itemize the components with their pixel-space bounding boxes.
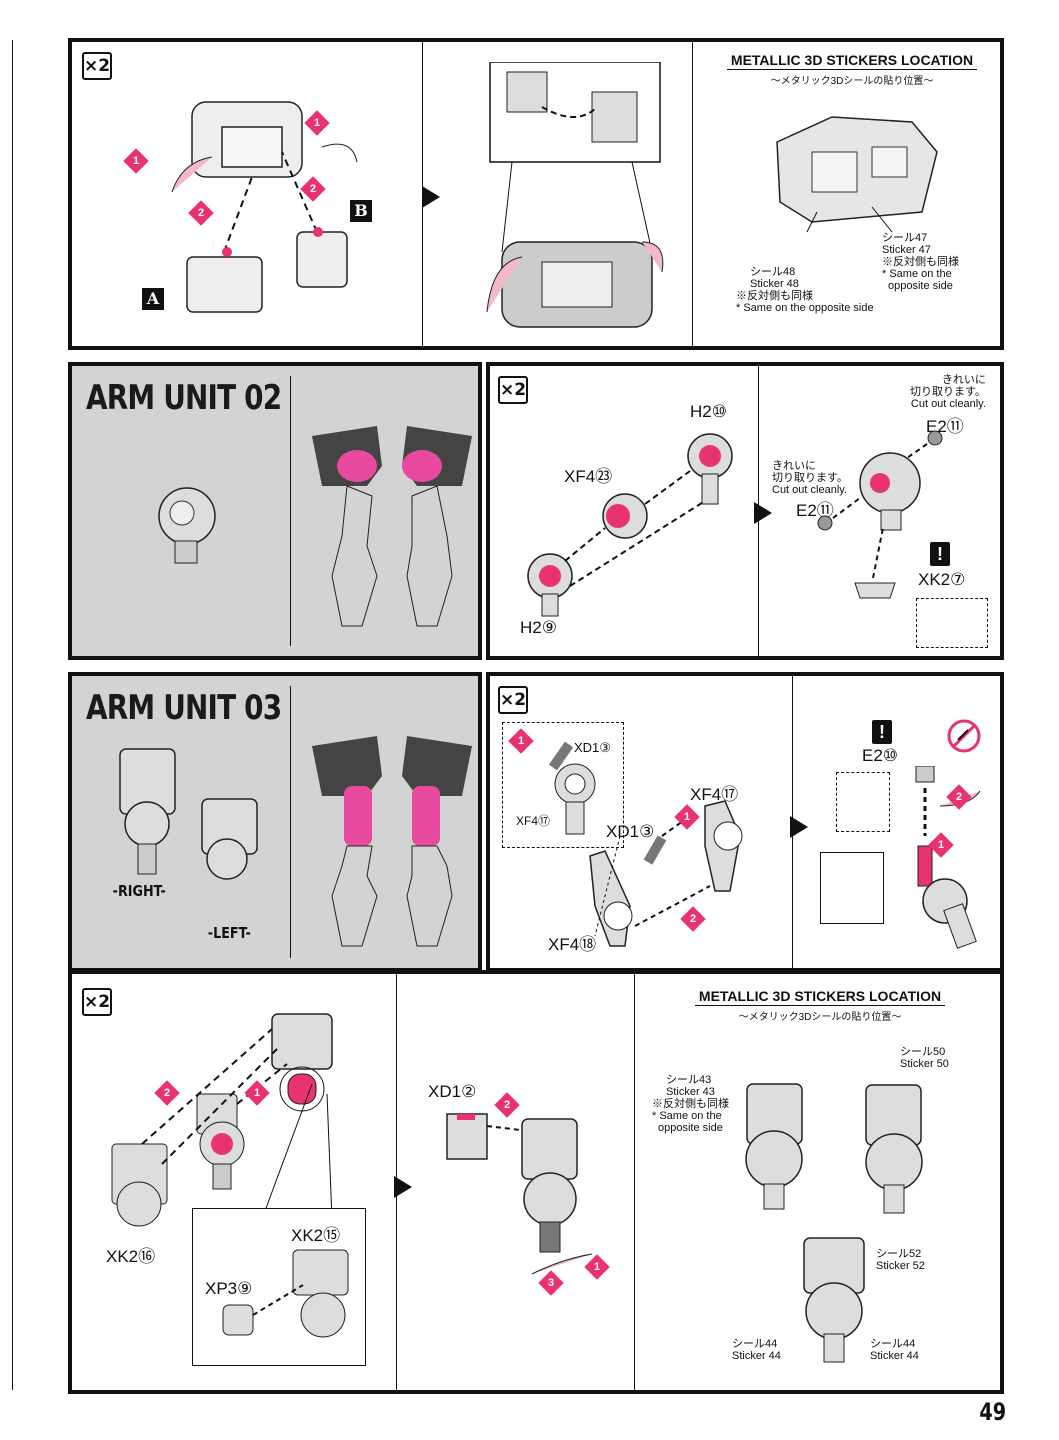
xp3-insertion-diagram	[222, 1249, 349, 1338]
page-number: 49	[979, 1398, 1007, 1426]
cut-cleanly-note: きれいに 切り取ります。 Cut out cleanly.	[772, 460, 848, 496]
next-step-arrow	[422, 186, 440, 208]
robot-arm-silhouette-map	[312, 426, 472, 627]
cap-insertion-diagram	[915, 766, 981, 949]
sticker-48-note: シール48 Sticker 48 ※反対側も同様 * Same on the o…	[736, 266, 874, 314]
xd1-attachment-diagram	[446, 1113, 593, 1275]
arm-unit-02-overview-panel: ARM UNIT 02	[68, 362, 482, 660]
leg-cover-sticker-diagram	[776, 116, 938, 232]
sticker-44-note: シール44 Sticker 44	[870, 1338, 919, 1362]
step-1-marker: 1	[584, 1254, 610, 1280]
part-label-a: A	[142, 288, 164, 310]
step-1-marker: 1	[304, 110, 330, 136]
arm-unit-03-body-assembly-diagram	[111, 1013, 333, 1227]
part-xk2-15-label: XK2⑮	[291, 1226, 341, 1245]
xf4-hinge-assembly-diagram	[589, 800, 743, 947]
sticker-43-note: シール43 Sticker 43 ※反対側も同様 * Same on the o…	[652, 1074, 729, 1134]
part-e2-11-label: E2⑪	[796, 501, 834, 520]
multiplier-badge: ×2	[498, 686, 528, 714]
step-1-marker: 1	[674, 804, 700, 830]
no-cutting-icon	[947, 719, 981, 753]
part-xf4-18-label: XF4⑱	[548, 935, 597, 954]
stickers-location-subtitle: 〜メタリック3Dシールの貼り位置〜	[770, 76, 934, 87]
arm-unit-03-overview-panel: ARM UNIT 03 -RIGHT- -LEFT-	[68, 672, 482, 972]
subassembly-inset	[502, 722, 624, 848]
arm-part-sticker-diagram	[803, 1237, 865, 1363]
divider	[634, 974, 635, 1390]
subassembly-inset: XK2⑮ XP3⑨	[192, 1208, 366, 1366]
left-label: -LEFT-	[207, 924, 251, 942]
divider	[290, 686, 291, 958]
part-e2-10-label: E2⑩	[862, 746, 899, 765]
arm-unit-02-joint-diagram	[527, 433, 733, 617]
arm-unit-03-assembly-panel: ×2 1 XD1③ XF4⑰ XF4⑰ XD1③ XF4⑱ 1 2 ! E2⑩	[486, 672, 1004, 972]
part-xf4-23-label: XF4㉓	[564, 467, 613, 486]
step-1-marker: 1	[123, 148, 149, 174]
step-2-marker: 2	[946, 784, 972, 810]
top-assembly-panel: ×2 1 1 2 2 A B	[68, 38, 1004, 350]
bottom-assembly-panel: ×2 2 1 XK2⑯ XK2⑮ XP3⑨ XD1② 2	[68, 970, 1004, 1394]
stickers-location-title: METALLIC 3D STICKERS LOCATION	[726, 52, 978, 70]
next-step-arrow	[394, 1176, 412, 1198]
caution-icon: !	[930, 542, 950, 566]
part-xd1-3-label: XD1③	[606, 822, 655, 841]
peg-closeup-inset	[820, 852, 884, 924]
robot-arm-silhouette-map	[312, 736, 472, 947]
xf4-part-diagram	[548, 741, 596, 835]
part-h2-10-label: H2⑩	[690, 402, 727, 421]
leg-cover-assembly-diagram	[171, 101, 358, 313]
step-2-marker: 2	[188, 200, 214, 226]
leg-cover-closeup-diagram	[486, 62, 664, 328]
step-3-marker: 3	[538, 1270, 564, 1296]
arm-unit-03-parts-illustration	[119, 748, 258, 880]
step-1-marker: 1	[928, 832, 954, 858]
next-step-arrow	[790, 816, 808, 838]
sticker-52-note: シール52 Sticker 52	[876, 1248, 925, 1272]
multiplier-badge: ×2	[82, 988, 112, 1016]
multiplier-badge: ×2	[498, 376, 528, 404]
stickers-location-header: METALLIC 3D STICKERS LOCATION 〜メタリック3Dシー…	[650, 988, 990, 1023]
sticker-47-note: シール47 Sticker 47 ※反対側も同様 * Same on the o…	[882, 232, 959, 292]
stickers-location-subtitle: 〜メタリック3Dシールの貼り位置〜	[738, 1012, 902, 1023]
sticker-44-note: シール44 Sticker 44	[732, 1338, 781, 1362]
part-label-b: B	[350, 200, 372, 222]
next-step-arrow	[754, 502, 772, 524]
step-2-marker: 2	[300, 176, 326, 202]
arm-part-sticker-diagram	[865, 1084, 923, 1214]
right-label: -RIGHT-	[112, 882, 166, 900]
multiplier-badge: ×2	[82, 52, 112, 80]
part-detail-inset	[916, 598, 988, 648]
part-xd1-3-label: XD1③	[574, 740, 611, 755]
part-xf4-17-label: XF4⑰	[690, 785, 739, 804]
arm-unit-03-title: ARM UNIT 03	[86, 688, 282, 728]
stickers-location-header: METALLIC 3D STICKERS LOCATION 〜メタリック3Dシー…	[712, 52, 992, 87]
caution-icon: !	[872, 720, 892, 744]
arm-joint-part-illustration	[158, 487, 216, 564]
stickers-location-title: METALLIC 3D STICKERS LOCATION	[694, 988, 946, 1006]
arm-part-sticker-diagram	[745, 1083, 803, 1210]
part-xd1-2-label: XD1②	[428, 1082, 477, 1101]
arm-unit-02-assembly-panel: ×2 H2⑩ XF4㉓ H2⑨ きれいに 切り取ります。 Cut out cle…	[486, 362, 1004, 660]
step-1-marker: 1	[244, 1080, 270, 1106]
part-xk2-7-label: XK2⑦	[918, 570, 966, 589]
arm-unit-02-title: ARM UNIT 02	[86, 378, 282, 418]
part-detail-inset	[836, 772, 890, 832]
part-xf4-17-label: XF4⑰	[516, 814, 551, 828]
arm-unit-02-cap-diagram	[817, 430, 943, 599]
part-h2-9-label: H2⑨	[520, 618, 557, 637]
divider	[692, 42, 693, 346]
step-2-marker: 2	[154, 1080, 180, 1106]
sticker-50-note: シール50 Sticker 50	[900, 1046, 949, 1070]
step-2-marker: 2	[680, 906, 706, 932]
cut-cleanly-note: きれいに 切り取ります。 Cut out cleanly.	[910, 374, 986, 410]
part-xp3-9-label: XP3⑨	[205, 1279, 253, 1298]
left-margin-rule	[0, 40, 13, 1390]
divider	[290, 376, 291, 646]
part-xk2-16-label: XK2⑯	[106, 1247, 156, 1266]
